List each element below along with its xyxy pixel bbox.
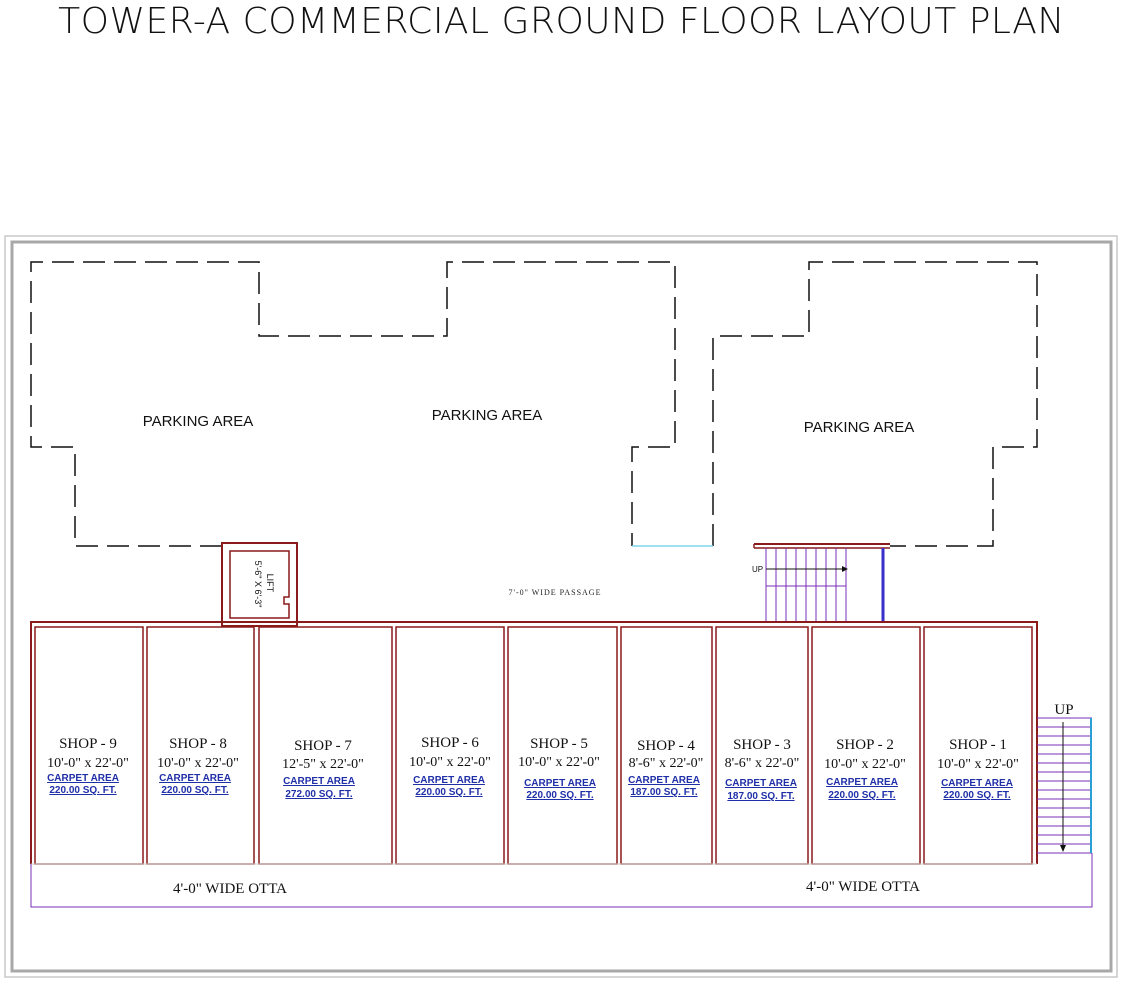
- parking-label-2: PARKING AREA: [432, 407, 543, 424]
- otta-label-right: 4'-0" WIDE OTTA: [806, 879, 920, 895]
- shop-4-size: 8'-6" x 22'-0": [629, 756, 704, 771]
- shop-8: SHOP - 8 10'-0" x 22'-0" CARPET AREA 220…: [157, 736, 239, 796]
- shop-9-carpet-caption: CARPET AREA: [47, 773, 119, 784]
- sheet-border-inner: [10, 240, 1113, 973]
- shop-3-area: 187.00 SQ. FT.: [727, 791, 794, 802]
- parking-label-1: PARKING AREA: [143, 413, 254, 430]
- shop-9-name: SHOP - 9: [59, 736, 117, 752]
- shop-5-size: 10'-0" x 22'-0": [518, 755, 600, 770]
- shop-1-area: 220.00 SQ. FT.: [943, 790, 1010, 801]
- shop-4-carpet-caption: CARPET AREA: [628, 775, 700, 786]
- shop-4: SHOP - 4 8'-6" x 22'-0" CARPET AREA 187.…: [628, 738, 703, 798]
- shop-9-size: 10'-0" x 22'-0": [47, 756, 129, 771]
- shop-6-carpet-caption: CARPET AREA: [413, 775, 485, 786]
- shop-4-name: SHOP - 4: [637, 738, 695, 754]
- shop-3: SHOP - 3 8'-6" x 22'-0" CARPET AREA 187.…: [725, 737, 800, 802]
- shop-6-size: 10'-0" x 22'-0": [409, 755, 491, 770]
- shop-5-name: SHOP - 5: [530, 736, 588, 752]
- shop-3-size: 8'-6" x 22'-0": [725, 756, 800, 771]
- shop-1-name: SHOP - 1: [949, 737, 1007, 753]
- shop-1-size: 10'-0" x 22'-0": [937, 757, 1019, 772]
- shop-7-carpet-caption: CARPET AREA: [283, 776, 355, 787]
- parking-boundaries: [30, 261, 1038, 547]
- shop-5-area: 220.00 SQ. FT.: [526, 790, 593, 801]
- shop-8-carpet-caption: CARPET AREA: [159, 773, 231, 784]
- lift-label: LIFT: [265, 574, 275, 593]
- shop-5-carpet-caption: CARPET AREA: [524, 778, 596, 789]
- shop-7-name: SHOP - 7: [294, 738, 352, 754]
- shop-9: SHOP - 9 10'-0" x 22'-0" CARPET AREA 220…: [47, 736, 129, 796]
- shop-8-size: 10'-0" x 22'-0": [157, 756, 239, 771]
- passage-label: 7'-0" WIDE PASSAGE: [509, 588, 602, 597]
- shop-7-size: 12'-5" x 22'-0": [282, 757, 364, 772]
- shop-6-name: SHOP - 6: [421, 735, 479, 751]
- plan-title: TOWER-A COMMERCIAL GROUND FLOOR LAYOUT P…: [58, 1, 1065, 42]
- shop-2-carpet-caption: CARPET AREA: [826, 777, 898, 788]
- shop-6-area: 220.00 SQ. FT.: [415, 787, 482, 798]
- right-stair-up-label: UP: [1054, 702, 1073, 718]
- shop-2-name: SHOP - 2: [836, 737, 894, 753]
- shop-8-name: SHOP - 8: [169, 736, 227, 752]
- shop-2-area: 220.00 SQ. FT.: [828, 790, 895, 801]
- shop-5: SHOP - 5 10'-0" x 22'-0" CARPET AREA 220…: [518, 736, 600, 801]
- shop-7: SHOP - 7 12'-5" x 22'-0" CARPET AREA 272…: [282, 738, 364, 800]
- parking-boundary-left: [30, 261, 676, 547]
- upper-stair-up-label: UP: [752, 565, 763, 574]
- shop-1: SHOP - 1 10'-0" x 22'-0" CARPET AREA 220…: [937, 737, 1019, 801]
- parking-label-3: PARKING AREA: [804, 419, 915, 436]
- upper-staircase: UP: [752, 543, 890, 622]
- shop-4-area: 187.00 SQ. FT.: [630, 787, 697, 798]
- lift: LIFT 5'-6" X 6'-3": [221, 542, 298, 627]
- shop-7-area: 272.00 SQ. FT.: [285, 789, 352, 800]
- shops-row: [30, 621, 1038, 865]
- svg-text:LIFT 5'-6" X 6'-3": LIFT 5'-6" X 6'-3": [253, 561, 275, 608]
- parking-boundary-right: [712, 261, 1038, 547]
- shop-1-carpet-caption: CARPET AREA: [941, 778, 1013, 789]
- shop-2: SHOP - 2 10'-0" x 22'-0" CARPET AREA 220…: [824, 737, 906, 801]
- otta-boundary: [30, 853, 1093, 908]
- shop-3-carpet-caption: CARPET AREA: [725, 778, 797, 789]
- shop-8-area: 220.00 SQ. FT.: [161, 785, 228, 796]
- right-staircase: UP: [1037, 702, 1092, 854]
- shop-6: SHOP - 6 10'-0" x 22'-0" CARPET AREA 220…: [409, 735, 491, 798]
- shop-2-size: 10'-0" x 22'-0": [824, 757, 906, 772]
- lift-size: 5'-6" X 6'-3": [253, 561, 263, 608]
- shop-9-area: 220.00 SQ. FT.: [49, 785, 116, 796]
- shop-3-name: SHOP - 3: [733, 737, 791, 753]
- otta-label-left: 4'-0" WIDE OTTA: [173, 881, 287, 897]
- sheet-border-outer: [4, 235, 1118, 978]
